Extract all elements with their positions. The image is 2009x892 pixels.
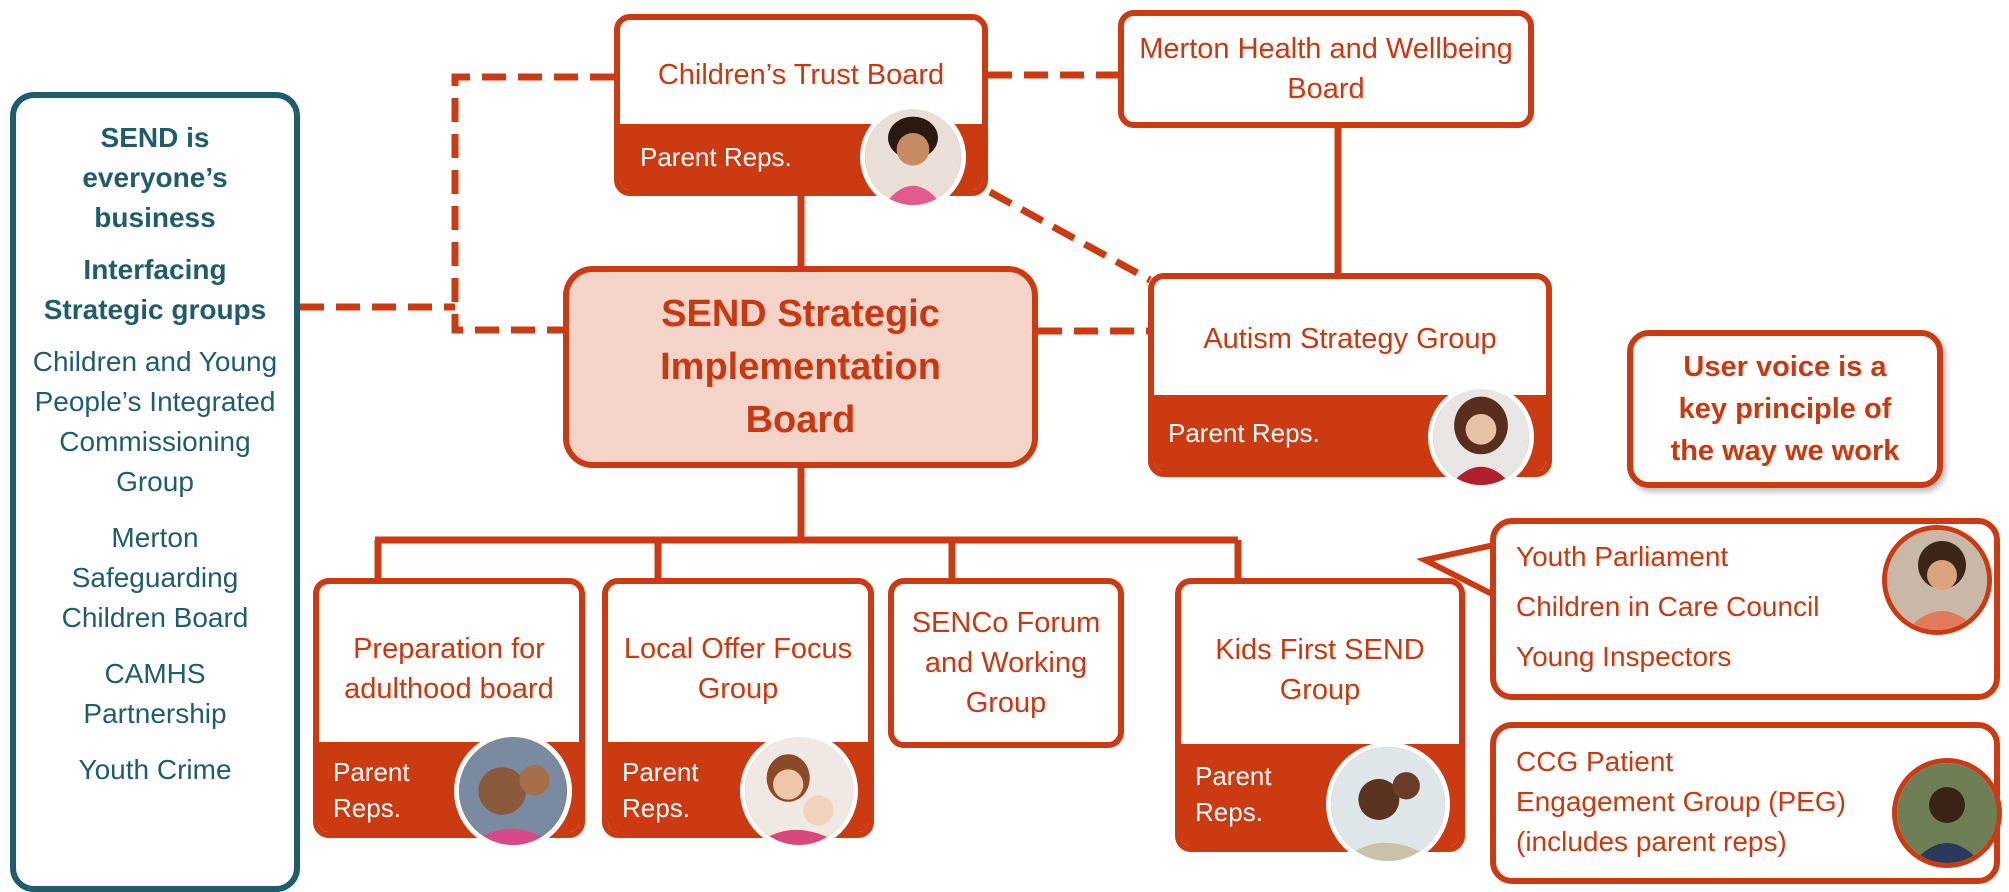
parent-rep-photo: [454, 732, 572, 850]
panel-item: CAMHS Partnership: [83, 658, 227, 729]
parent-rep-photo: [1326, 742, 1450, 866]
health-wellbeing-title: Merton Health and Wellbeing Board: [1139, 33, 1513, 105]
youth-group-item: Children in Care Council: [1516, 591, 1820, 622]
subgroup-title: Preparation for adulthood board: [344, 633, 554, 705]
ccg-line2: Engagement Group (PEG): [1516, 786, 1846, 817]
user-voice-line3: the way we work: [1670, 435, 1900, 467]
main-board-line3: Board: [745, 398, 856, 441]
panel-heading-interfacing: Interfacing Strategic groups: [43, 254, 267, 325]
childrens-trust-title: Children’s Trust Board: [657, 59, 945, 91]
parent-reps-label: Reps.: [333, 793, 401, 823]
trust-to-main-dashed: [451, 73, 614, 334]
parent-rep-photo: [740, 732, 858, 850]
main-board-line2: Implementation: [660, 345, 941, 388]
parent-rep-photo: [860, 104, 966, 210]
parent-reps-label: Reps.: [1195, 797, 1263, 827]
send-strategic-implementation-board: SEND Strategic Implementation Board: [563, 266, 1038, 468]
ccg-photo: [1892, 758, 2002, 868]
parent-reps-label: Parent: [1195, 761, 1272, 791]
health-wellbeing-board: Merton Health and Wellbeing Board: [1118, 10, 1534, 128]
parent-reps-label: Parent Reps.: [1168, 418, 1320, 448]
youth-group-item: Young Inspectors: [1516, 641, 1732, 672]
panel-heading-send: SEND is everyone’s business: [82, 122, 228, 233]
ccg-line1: CCG Patient: [1516, 746, 1674, 777]
user-voice-line2: key principle of: [1678, 393, 1892, 425]
subgroup-title: Local Offer Focus Group: [623, 633, 853, 705]
parent-rep-photo: [1428, 384, 1534, 490]
panel-item: Merton Safeguarding Children Board: [61, 522, 249, 633]
parent-reps-label: Reps.: [622, 793, 690, 823]
youth-group-item: Youth Parliament: [1516, 541, 1729, 572]
panel-item: Children and Young People’s Integrated C…: [32, 346, 278, 497]
interfacing-groups-panel: SEND is everyone’s business Interfacing …: [10, 92, 300, 892]
ccg-line3: (includes parent reps): [1516, 826, 1787, 857]
main-board-line1: SEND Strategic: [661, 292, 940, 335]
senco-forum-working-group: SENCo Forum and Working Group: [888, 578, 1124, 748]
autism-title: Autism Strategy Group: [1203, 323, 1497, 355]
user-voice-line1: User voice is a: [1683, 351, 1887, 383]
parent-reps-label: Parent: [622, 757, 699, 787]
panel-item: Youth Crime: [78, 754, 232, 785]
trust-to-autism-dashed: [988, 188, 1152, 284]
youth-photo: [1882, 525, 1992, 635]
subgroup-title: Kids First SEND Group: [1215, 634, 1425, 706]
parent-reps-label: Parent: [333, 757, 410, 787]
user-voice-callout: User voice is a key principle of the way…: [1627, 330, 1943, 488]
parent-reps-label: Parent Reps.: [640, 142, 792, 172]
subgroup-title: SENCo Forum and Working Group: [911, 607, 1101, 719]
